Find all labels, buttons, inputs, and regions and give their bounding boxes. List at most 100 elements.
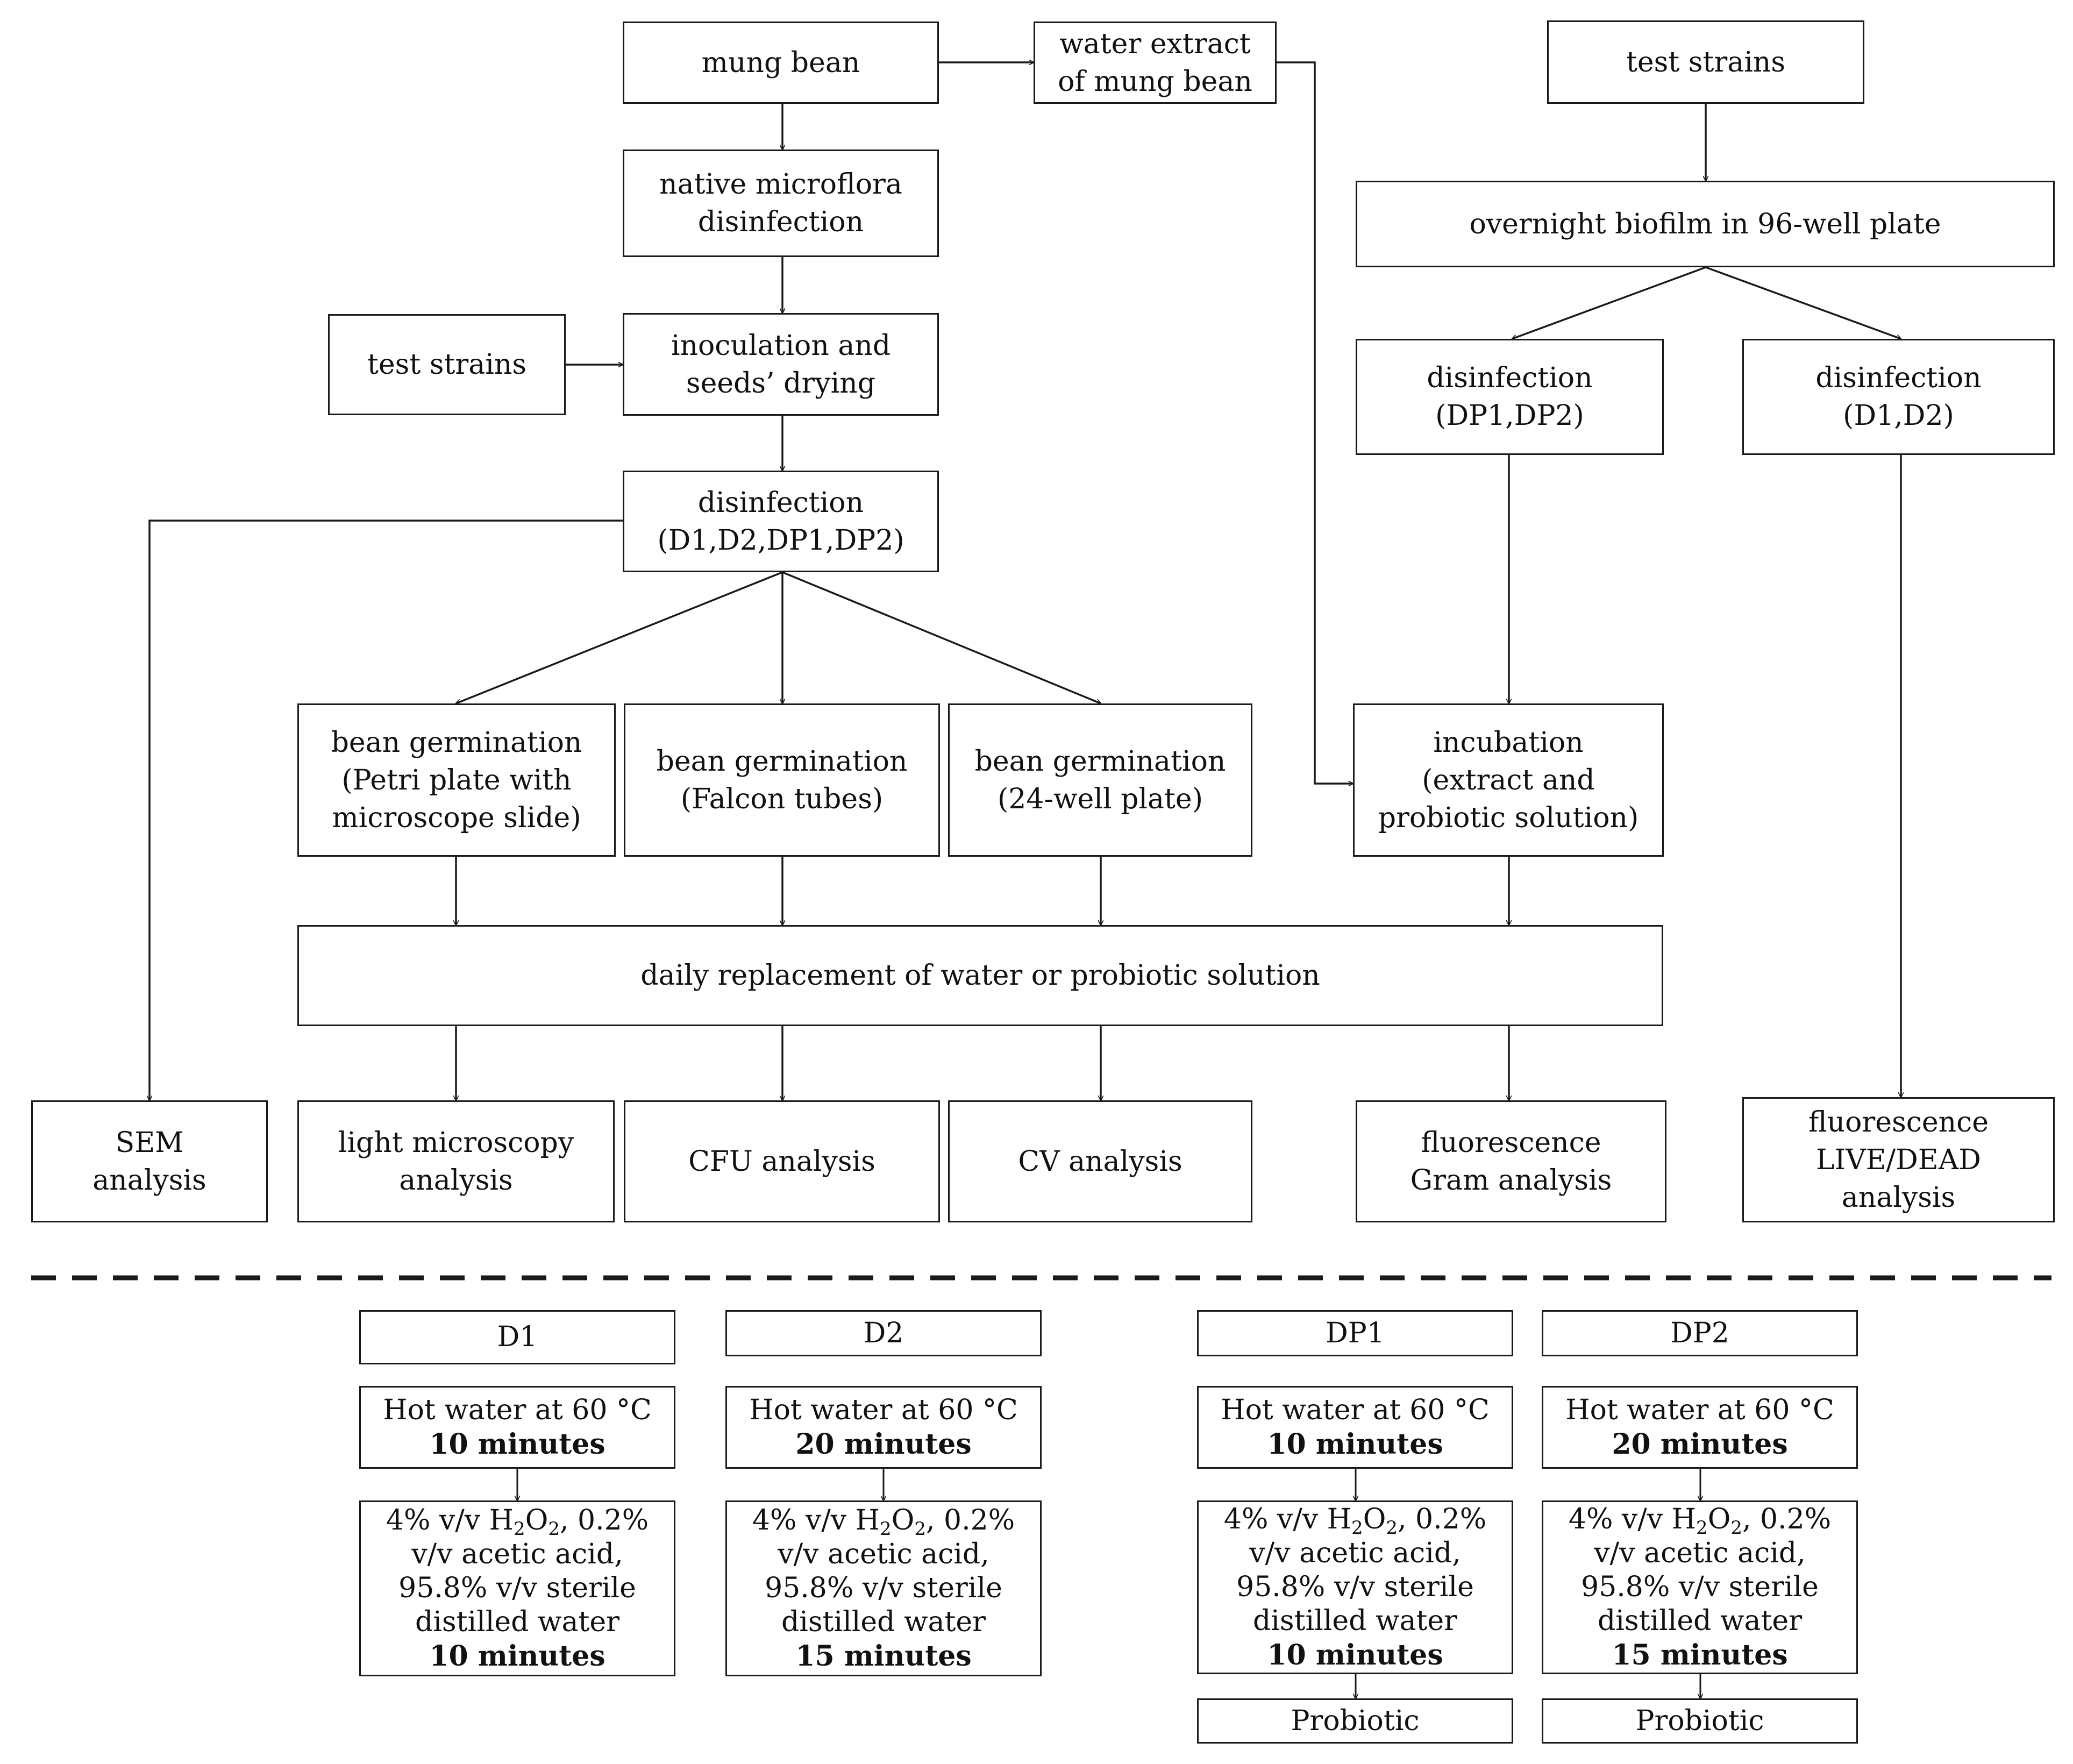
box-germination-24well: bean germination (24-well plate)	[948, 703, 1252, 857]
label: 2	[1386, 1517, 1398, 1539]
label: Probiotic	[1291, 1704, 1420, 1737]
arrow-disinfection-to-24well	[782, 571, 1101, 703]
label: test strains	[1626, 46, 1786, 79]
label: bean germination	[331, 726, 582, 759]
label: 2	[914, 1518, 926, 1540]
box-water-extract: water extract of mung bean	[1034, 22, 1277, 104]
label: 10 minutes	[1267, 1428, 1443, 1461]
protocol-dp2-title: DP2	[1542, 1310, 1858, 1356]
label: O	[1707, 1503, 1731, 1535]
label: O	[525, 1504, 548, 1537]
label: native microflora	[659, 168, 902, 201]
label: disinfection	[697, 206, 864, 238]
label: seeds’ drying	[686, 367, 876, 400]
label: 95.8% v/v sterile	[1581, 1571, 1819, 1603]
label: 95.8% v/v sterile	[765, 1572, 1002, 1604]
label: analysis	[399, 1164, 513, 1197]
label: SEM	[115, 1126, 184, 1159]
label: distilled water	[1597, 1605, 1803, 1637]
formula-line: 4% v/v H2O2, 0.2%	[752, 1504, 1015, 1538]
arrow-biofilm-to-dp	[1512, 266, 1706, 339]
box-sem-analysis: SEM analysis	[31, 1100, 268, 1222]
label: 10 minutes	[429, 1428, 605, 1461]
box-mung-bean: mung bean	[623, 22, 939, 104]
label: fluorescence	[1421, 1126, 1601, 1159]
label: O	[891, 1504, 915, 1537]
label: 95.8% v/v sterile	[398, 1572, 636, 1604]
box-test-strains-right: test strains	[1547, 20, 1864, 104]
box-cfu-analysis: CFU analysis	[624, 1100, 940, 1222]
label: 2	[514, 1518, 525, 1540]
label: Probiotic	[1635, 1704, 1764, 1737]
label: disinfection	[697, 486, 864, 519]
label: bean germination	[656, 745, 908, 778]
protocol-d2-title: D2	[725, 1310, 1042, 1356]
protocol-dp1-solution: 4% v/v H2O2, 0.2% v/v acetic acid, 95.8%…	[1197, 1500, 1513, 1674]
box-disinfection-dp: disinfection (DP1,DP2)	[1356, 339, 1664, 455]
label: mung bean	[701, 46, 860, 79]
protocol-d1-hot-water: Hot water at 60 °C 10 minutes	[359, 1386, 675, 1469]
label: , 0.2%	[1397, 1503, 1487, 1535]
label: 20 minutes	[1612, 1428, 1788, 1461]
arrow-disinfection-to-petri	[456, 571, 783, 703]
label: analysis	[92, 1164, 206, 1197]
label: O	[1363, 1503, 1386, 1535]
label: disinfection	[1815, 362, 1982, 394]
arrow-disinfection-to-sem	[149, 520, 623, 1100]
label: , 0.2%	[1742, 1503, 1832, 1535]
label: (extract and	[1422, 764, 1595, 796]
protocol-dp2-probiotic: Probiotic	[1542, 1698, 1858, 1744]
label: LIVE/DEAD	[1816, 1143, 1981, 1176]
label: distilled water	[781, 1606, 986, 1638]
label: v/v acetic acid,	[411, 1538, 623, 1570]
label: v/v acetic acid,	[1249, 1537, 1461, 1569]
label: water extract	[1059, 27, 1251, 60]
box-fluorescence-live-dead: fluorescence LIVE/DEAD analysis	[1742, 1097, 2055, 1222]
label: distilled water	[1252, 1605, 1458, 1637]
box-disinfection-all: disinfection (D1,D2,DP1,DP2)	[623, 471, 939, 572]
label: test strains	[367, 348, 527, 381]
label: 95.8% v/v sterile	[1236, 1571, 1474, 1603]
protocol-d2-hot-water: Hot water at 60 °C 20 minutes	[725, 1386, 1042, 1469]
label: (Petri plate with	[341, 764, 572, 796]
box-overnight-biofilm: overnight biofilm in 96-well plate	[1356, 181, 2055, 267]
box-inoculation: inoculation and seeds’ drying	[623, 313, 939, 416]
label: CFU analysis	[688, 1145, 875, 1178]
label: (24-well plate)	[998, 783, 1203, 815]
protocol-dp1-hot-water: Hot water at 60 °C 10 minutes	[1197, 1386, 1513, 1469]
label: 2	[1351, 1517, 1363, 1539]
label: Hot water at 60 °C	[749, 1394, 1018, 1426]
label: disinfection	[1427, 362, 1593, 394]
protocol-d1-title: D1	[359, 1310, 675, 1364]
protocol-d2-solution: 4% v/v H2O2, 0.2% v/v acetic acid, 95.8%…	[725, 1500, 1042, 1676]
label: 10 minutes	[429, 1640, 605, 1673]
protocol-d1-solution: 4% v/v H2O2, 0.2% v/v acetic acid, 95.8%…	[359, 1500, 675, 1676]
arrow-extract-to-incubation	[1277, 61, 1353, 784]
label: fluorescence	[1808, 1106, 1989, 1139]
box-incubation: incubation (extract and probiotic soluti…	[1353, 703, 1664, 857]
label: light microscopy	[338, 1126, 574, 1159]
protocol-dp2-hot-water: Hot water at 60 °C 20 minutes	[1542, 1386, 1858, 1469]
formula-line: 4% v/v H2O2, 0.2%	[1569, 1503, 1831, 1537]
label: v/v acetic acid,	[778, 1538, 989, 1570]
label: inoculation and	[671, 329, 891, 362]
label: distilled water	[415, 1606, 620, 1638]
label: 20 minutes	[795, 1428, 972, 1461]
label: (DP1,DP2)	[1435, 400, 1584, 432]
box-disinfection-d: disinfection (D1,D2)	[1742, 339, 2055, 455]
label: of mung bean	[1058, 65, 1252, 98]
label: 4% v/v H	[386, 1504, 514, 1537]
label: D1	[497, 1321, 538, 1353]
label: Hot water at 60 °C	[383, 1394, 652, 1426]
label: D2	[863, 1317, 904, 1349]
box-light-microscopy: light microscopy analysis	[297, 1100, 615, 1222]
label: (D1,D2)	[1843, 400, 1954, 432]
box-cv-analysis: CV analysis	[948, 1100, 1252, 1222]
label: microscope slide)	[332, 801, 581, 834]
label: Hot water at 60 °C	[1565, 1394, 1834, 1426]
protocol-dp1-title: DP1	[1197, 1310, 1513, 1356]
label: DP1	[1326, 1317, 1385, 1349]
box-daily-replacement: daily replacement of water or probiotic …	[297, 925, 1663, 1026]
label: analysis	[1841, 1181, 1956, 1214]
box-native-disinfection: native microflora disinfection	[623, 150, 939, 257]
